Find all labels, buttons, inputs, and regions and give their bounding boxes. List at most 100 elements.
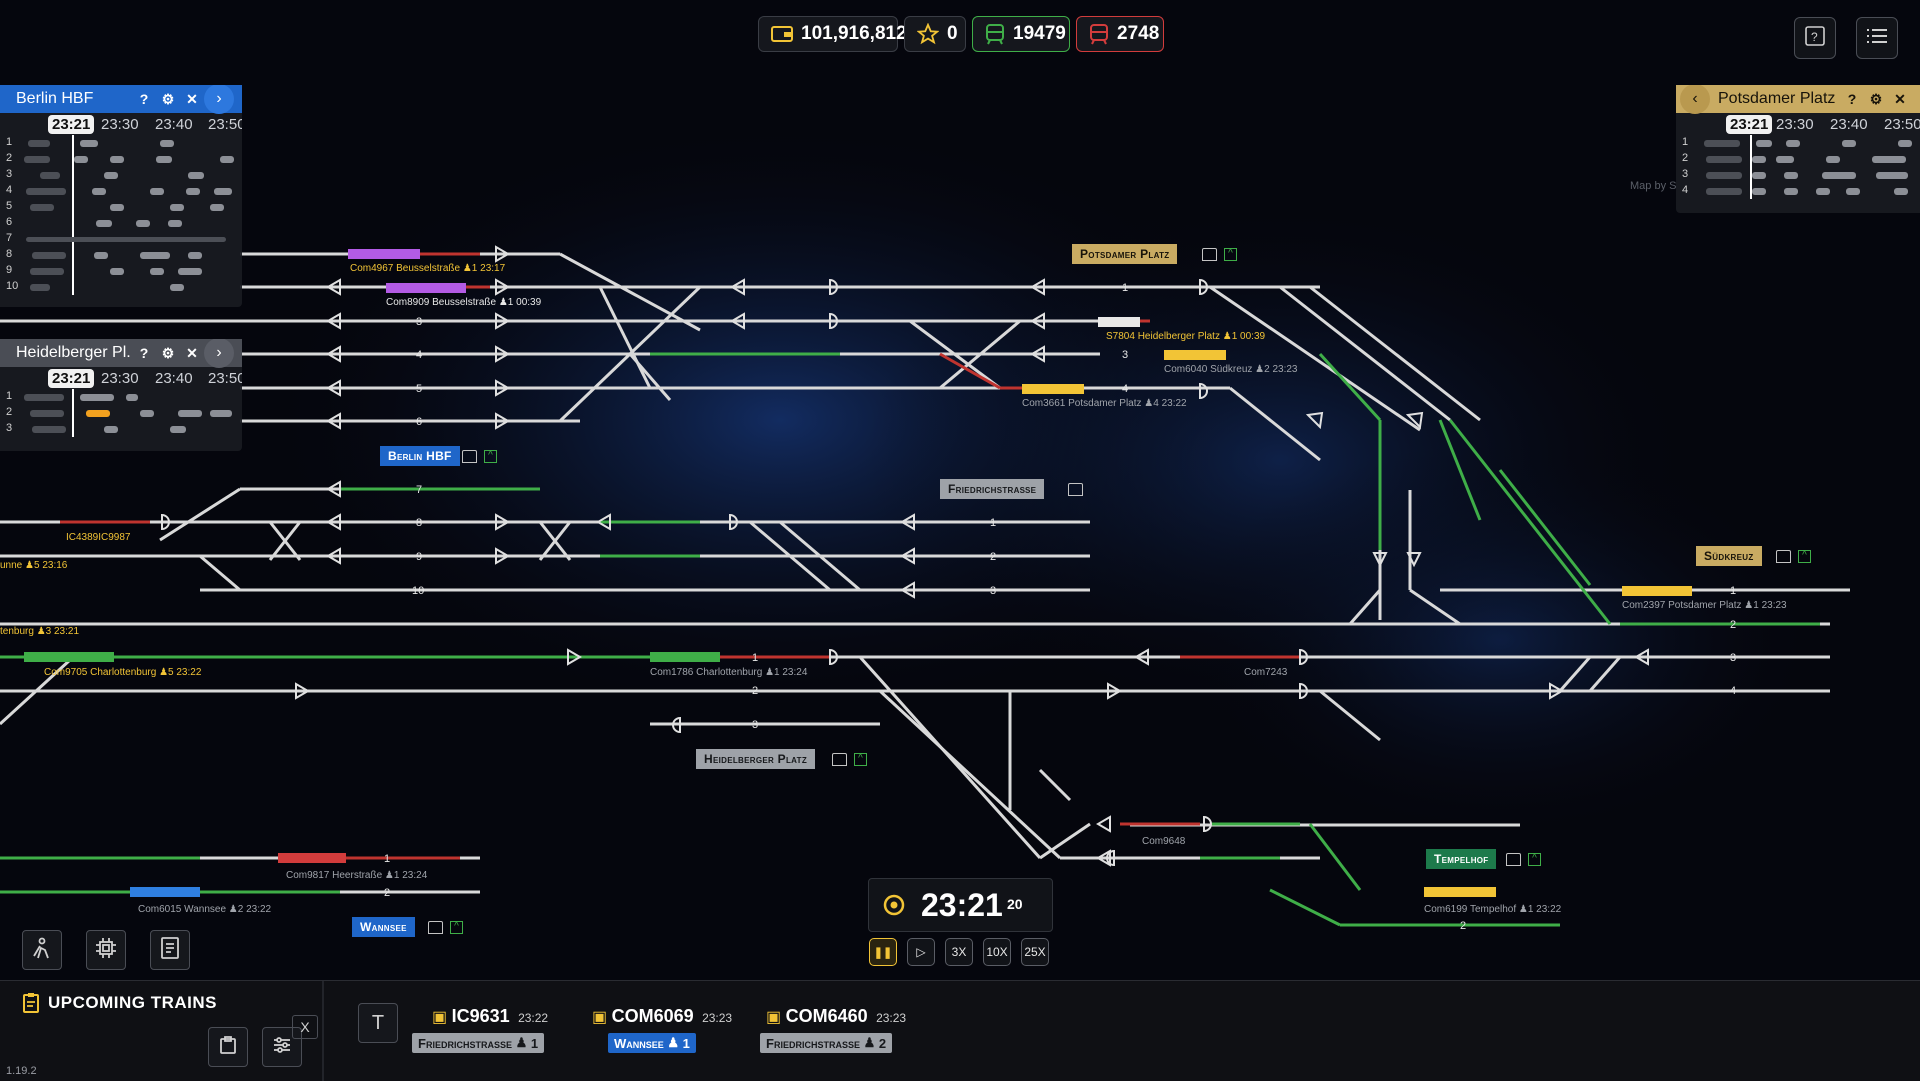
train-tag[interactable]: S7804 Heidelberger Platz ♟1 00:39	[1106, 331, 1266, 342]
gear-icon[interactable]: ⚙	[161, 344, 175, 361]
train-tag[interactable]: Com9817 Heerstraße ♟1 23:24	[286, 870, 428, 881]
money-counter[interactable]: 101,916,812	[758, 16, 907, 52]
upcoming-train-card[interactable]: ▣ COM6460 23:23 Friedrichstraße ♟ 2	[760, 1006, 906, 1053]
late-trains-counter[interactable]: 2748	[1076, 16, 1164, 52]
train-tag[interactable]: unne ♟5 23:16	[0, 560, 68, 571]
chevron-left-icon[interactable]: ‹	[1680, 85, 1710, 114]
train-tag[interactable]: Com9648	[1142, 836, 1186, 847]
platform-row[interactable]: 2	[0, 405, 242, 421]
speed-3x-button[interactable]: 3X	[945, 938, 973, 966]
help-icon[interactable]: ?	[139, 345, 149, 361]
station-home-icon[interactable]	[1776, 550, 1791, 563]
settings-filter-button[interactable]	[262, 1027, 302, 1067]
platform-row[interactable]: 4	[0, 183, 242, 199]
station-panel-heidelberger-platz[interactable]: Heidelberger Pl... ? ⚙ ✕ › 23:21 23:30 2…	[0, 339, 242, 451]
upcoming-train-card[interactable]: ▣ IC9631 23:22 Friedrichstraße ♟ 1	[412, 1006, 548, 1053]
schedule-filter-button[interactable]	[208, 1027, 248, 1067]
platform-row[interactable]: 3	[0, 421, 242, 437]
upcoming-train-card[interactable]: ▣ COM6069 23:23 Wannsee ♟ 1	[592, 1006, 732, 1053]
platform-row[interactable]: 3	[1676, 167, 1920, 183]
platform-row[interactable]: 1	[0, 135, 242, 151]
platform-row[interactable]: 9	[0, 263, 242, 279]
station-expand-icon[interactable]: ^	[1224, 248, 1237, 261]
play-button[interactable]: ▷	[907, 938, 935, 966]
platform-row[interactable]: 4	[1676, 183, 1920, 199]
train-tag[interactable]: Com6199 Tempelhof ♟1 23:22	[1424, 904, 1562, 915]
list-icon	[1866, 27, 1888, 50]
platform-row[interactable]: 7	[0, 231, 242, 247]
help-icon[interactable]: ?	[139, 91, 149, 107]
station-home-icon[interactable]	[832, 753, 847, 766]
construction-button[interactable]	[22, 930, 62, 970]
platform-row[interactable]: 5	[0, 199, 242, 215]
platform-row[interactable]: 2	[0, 151, 242, 167]
close-icon[interactable]: ✕	[186, 90, 198, 107]
gear-icon[interactable]: ⚙	[1869, 90, 1883, 107]
close-icon[interactable]: ✕	[186, 344, 198, 361]
train-tag[interactable]: Com8909 Beusselstraße ♟1 00:39	[386, 297, 542, 308]
chip-button[interactable]	[86, 930, 126, 970]
station-label-potsdamer-platz[interactable]: Potsdamer Platz	[1072, 244, 1178, 264]
train-tag[interactable]: Com9705 Charlottenburg ♟5 23:22	[44, 667, 202, 678]
on-time-trains-counter[interactable]: 19479	[972, 16, 1070, 52]
station-expand-icon[interactable]: ^	[1528, 853, 1541, 866]
train-tag[interactable]: Com4967 Beusselstraße ♟1 23:17	[350, 263, 506, 274]
station-home-icon[interactable]	[462, 450, 477, 463]
station-label-wannsee[interactable]: Wannsee	[352, 917, 415, 937]
platform-row[interactable]: 8	[0, 247, 242, 263]
help-button[interactable]: ?	[1794, 17, 1836, 59]
svg-text:1: 1	[384, 853, 390, 865]
station-badge: Friedrichstraße ♟ 2	[760, 1033, 893, 1053]
platform-row[interactable]: 1	[0, 389, 242, 405]
station-home-icon[interactable]	[428, 921, 443, 934]
svg-text:9: 9	[416, 551, 422, 563]
help-icon: ?	[1805, 25, 1825, 51]
rating-counter[interactable]: 0	[904, 16, 966, 52]
train-tag[interactable]: Com1786 Charlottenburg ♟1 23:24	[650, 667, 808, 678]
train-tag[interactable]: IC4389IC9987	[66, 532, 131, 543]
station-label-heidelberger-platz[interactable]: Heidelberger Platz	[696, 749, 816, 769]
station-expand-icon[interactable]: ^	[450, 921, 463, 934]
letter-filter-button[interactable]: T	[358, 1003, 398, 1043]
station-home-icon[interactable]	[1068, 483, 1083, 496]
station-home-icon[interactable]	[1506, 853, 1521, 866]
train-tag[interactable]: tenburg ♟3 23:21	[0, 626, 80, 637]
station-panel-berlin-hbf[interactable]: Berlin HBF ? ⚙ ✕ › 23:21 23:30 23:40 23:…	[0, 85, 242, 307]
speed-10x-button[interactable]: 10X	[983, 938, 1011, 966]
train-tag[interactable]: Com2397 Potsdamer Platz ♟1 23:23	[1622, 600, 1787, 611]
platform-row[interactable]: 6	[0, 215, 242, 231]
platform-row[interactable]: 3	[0, 167, 242, 183]
chevron-right-icon[interactable]: ›	[204, 85, 234, 114]
station-expand-icon[interactable]: ^	[1798, 550, 1811, 563]
station-expand-icon[interactable]: ^	[854, 753, 867, 766]
help-icon[interactable]: ?	[1847, 91, 1857, 107]
track-group-upper	[0, 252, 1850, 894]
platform-row[interactable]: 2	[1676, 151, 1920, 167]
station-label-friedrichstrasse[interactable]: Friedrichstraße	[940, 479, 1045, 499]
station-label-suedkreuz[interactable]: Südkreuz	[1696, 546, 1762, 566]
station-home-icon[interactable]	[1202, 248, 1217, 261]
station-badge: Friedrichstraße ♟ 1	[412, 1033, 545, 1053]
train-tag[interactable]: Com6040 Südkreuz ♟2 23:23	[1164, 364, 1298, 375]
close-upcoming-button[interactable]: X	[292, 1015, 318, 1039]
station-label-berlin-hbf[interactable]: Berlin HBF	[380, 446, 460, 466]
station-panel-potsdamer-platz[interactable]: ‹ Potsdamer Platz ? ⚙ ✕ 23:21 23:30 23:4…	[1676, 85, 1920, 213]
speed-25x-button[interactable]: 25X	[1021, 938, 1049, 966]
panel-title: Berlin HBF	[16, 90, 94, 107]
station-label-tempelhof[interactable]: Tempelhof	[1426, 849, 1497, 869]
log-button[interactable]	[150, 930, 190, 970]
platform-row[interactable]: 10	[0, 279, 242, 295]
train-tag[interactable]: Com6015 Wannsee ♟2 23:22	[138, 904, 272, 915]
station-expand-icon[interactable]: ^	[484, 450, 497, 463]
platform-row[interactable]: 1	[1676, 135, 1920, 151]
menu-button[interactable]	[1856, 17, 1898, 59]
train-cars	[24, 249, 1692, 897]
gear-icon[interactable]: ⚙	[161, 90, 175, 107]
close-icon[interactable]: ✕	[1894, 90, 1906, 107]
chevron-right-icon[interactable]: ›	[204, 339, 234, 368]
svg-text:3: 3	[990, 585, 996, 597]
train-tag[interactable]: Com7243	[1244, 667, 1288, 678]
pause-button[interactable]: ❚❚	[869, 938, 897, 966]
train-tag[interactable]: Com3661 Potsdamer Platz ♟4 23:22	[1022, 398, 1187, 409]
